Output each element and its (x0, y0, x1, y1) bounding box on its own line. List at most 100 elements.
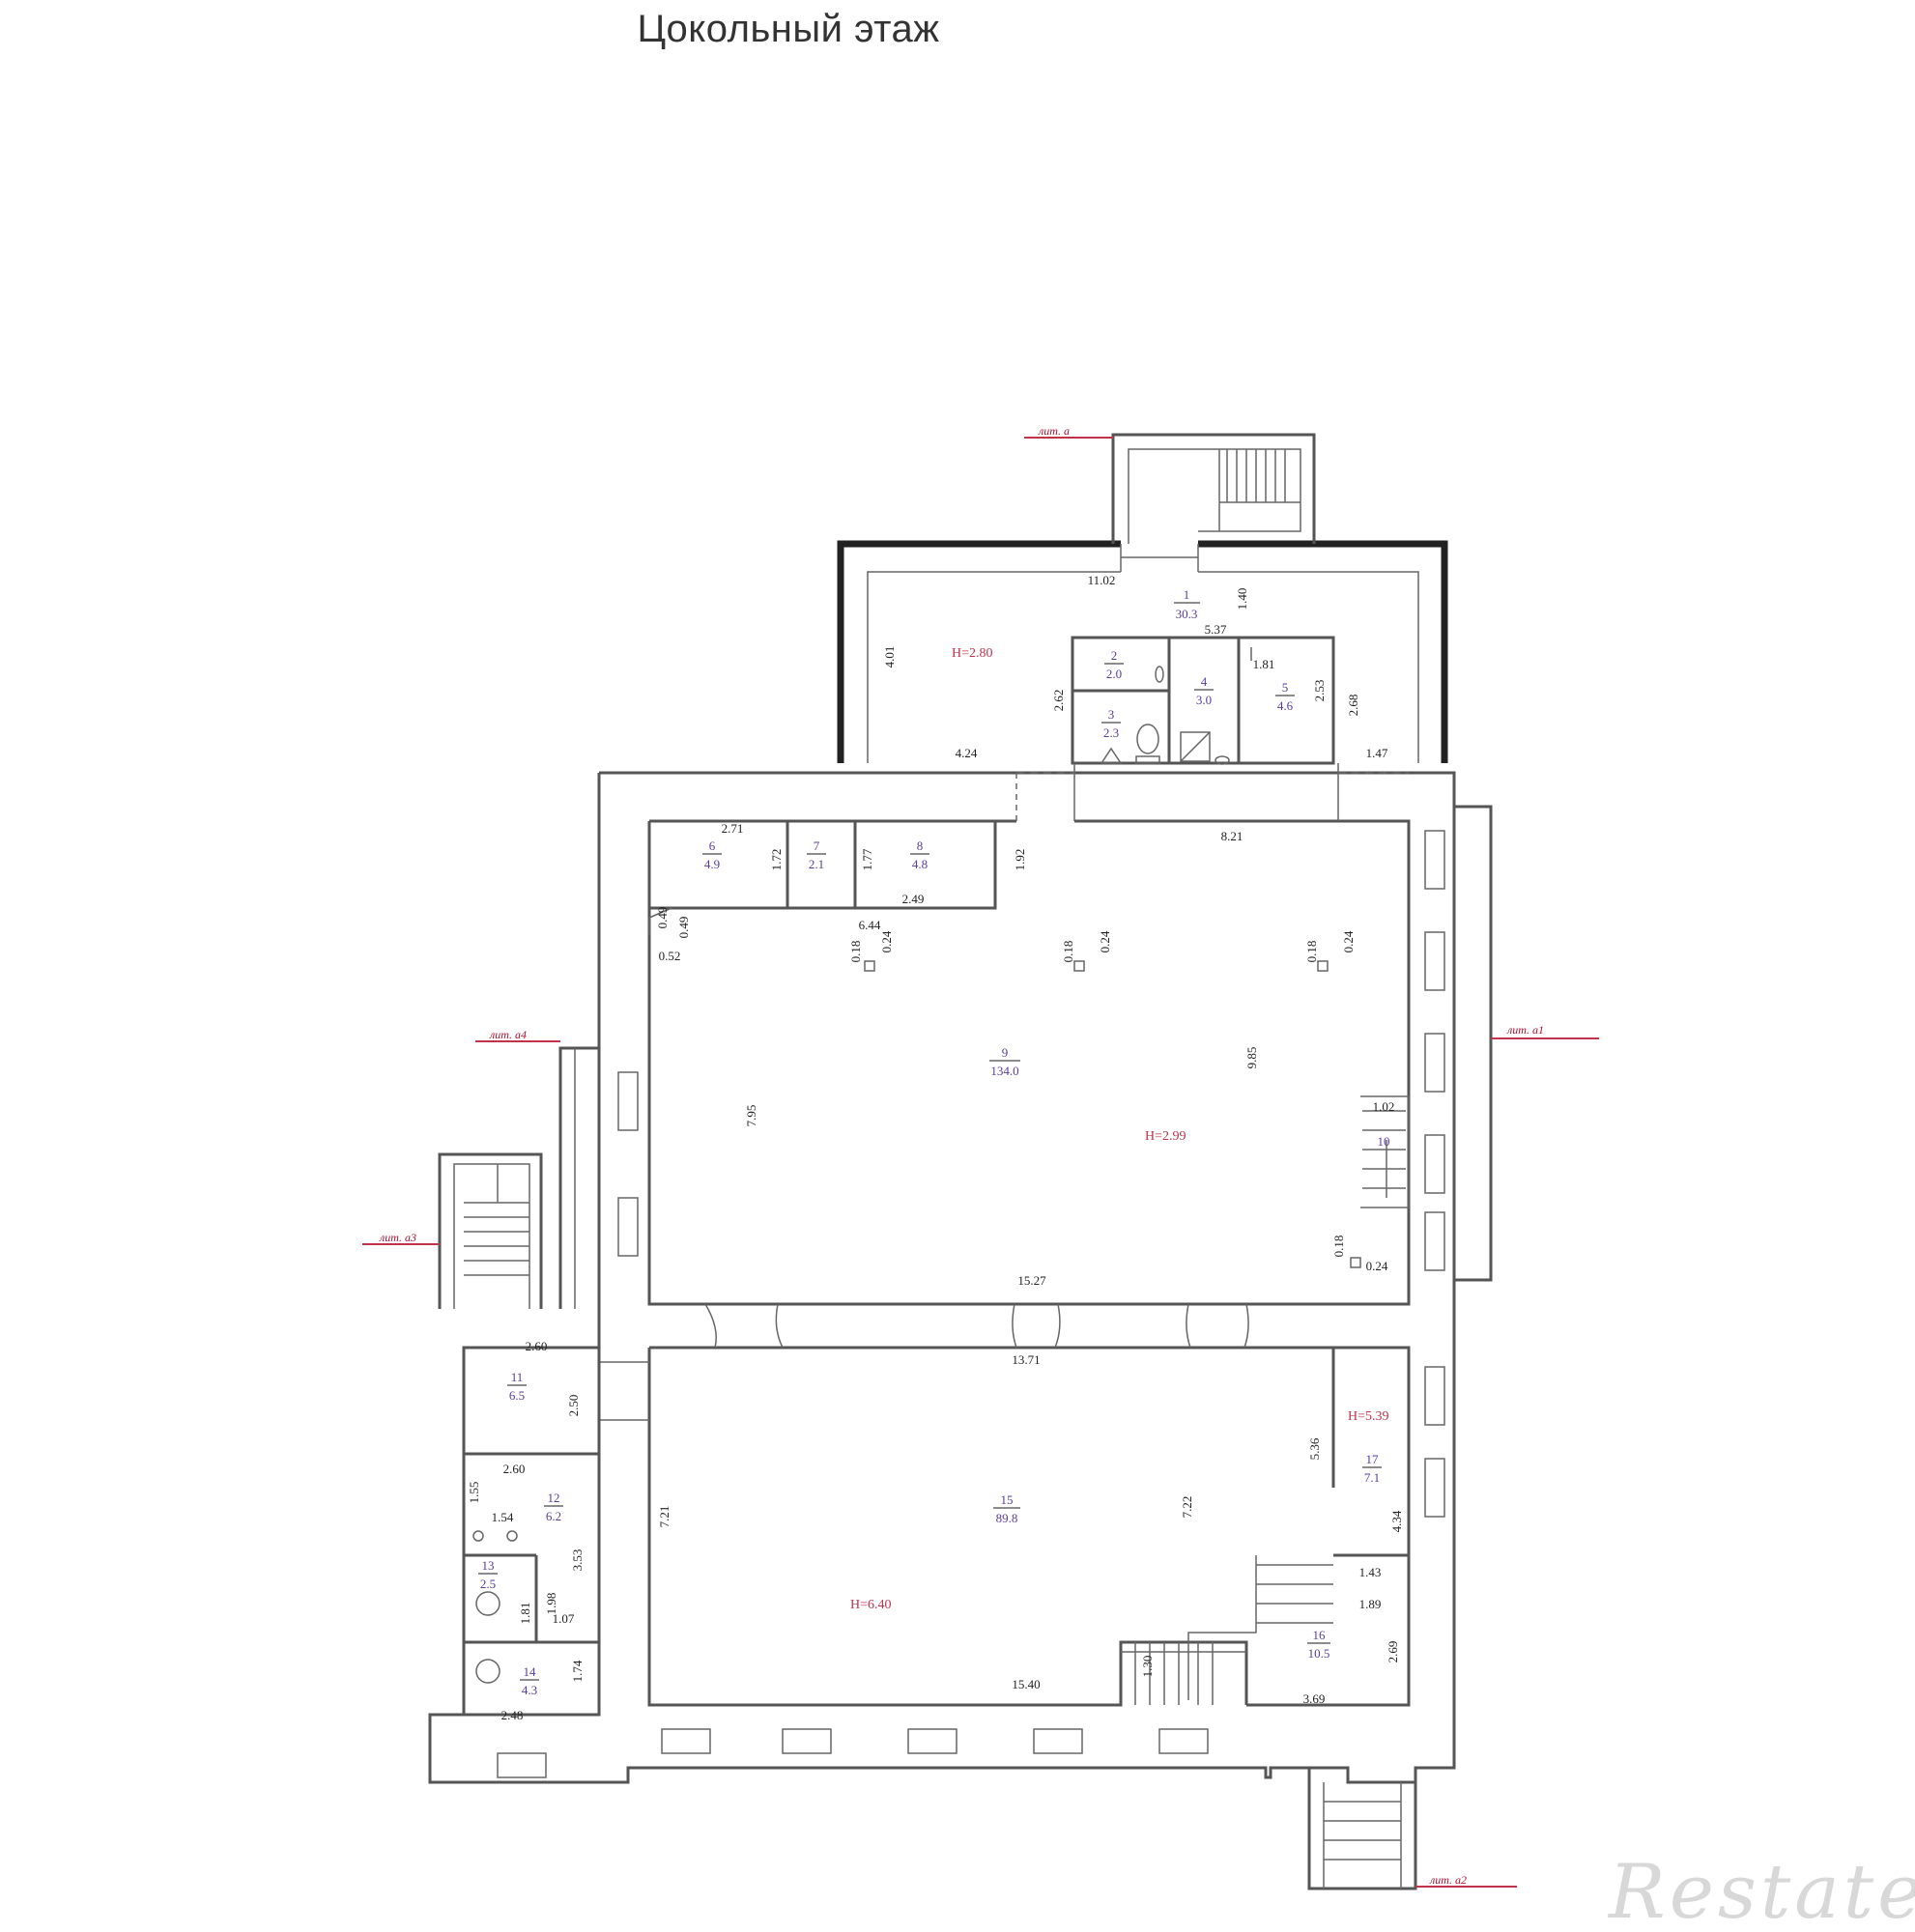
svg-text:4.9: 4.9 (704, 857, 720, 871)
svg-text:3.53: 3.53 (570, 1549, 585, 1572)
svg-text:11.02: 11.02 (1088, 573, 1116, 587)
svg-text:134.0: 134.0 (990, 1064, 1018, 1078)
room-11-label: 116.5 (507, 1370, 527, 1403)
svg-text:1.07: 1.07 (553, 1611, 575, 1626)
svg-text:3.69: 3.69 (1303, 1691, 1326, 1706)
svg-text:0.24: 0.24 (1098, 930, 1112, 952)
room-labels: 130.3 22.0 32.3 43.0 54.6 64.9 72.1 84.8… (478, 587, 1390, 1697)
svg-text:0.18: 0.18 (848, 941, 863, 963)
room-4-label: 43.0 (1194, 674, 1214, 707)
floor-plan-title: Цокольный этаж (637, 8, 940, 50)
svg-text:13.71: 13.71 (1012, 1352, 1040, 1367)
svg-text:4.34: 4.34 (1389, 1510, 1404, 1532)
svg-text:15.40: 15.40 (1012, 1677, 1040, 1691)
svg-text:10.5: 10.5 (1308, 1646, 1330, 1661)
svg-text:9: 9 (1002, 1045, 1009, 1060)
svg-text:0.49: 0.49 (655, 907, 670, 929)
room-5-label: 54.6 (1275, 680, 1295, 713)
svg-text:16: 16 (1313, 1628, 1327, 1642)
svg-text:2.49: 2.49 (902, 892, 925, 906)
svg-text:0.18: 0.18 (1304, 941, 1319, 963)
svg-text:10: 10 (1378, 1134, 1390, 1149)
room-14-label: 144.3 (520, 1664, 539, 1697)
svg-text:2.68: 2.68 (1346, 695, 1360, 717)
svg-text:8.21: 8.21 (1221, 829, 1243, 843)
svg-text:7.1: 7.1 (1364, 1470, 1380, 1485)
svg-text:15.27: 15.27 (1017, 1273, 1046, 1288)
svg-text:H=2.99: H=2.99 (1145, 1129, 1186, 1144)
svg-text:2: 2 (1111, 648, 1118, 663)
dimension-labels: 11.02 1.40 5.37 4.01 2.62 1.81 2.53 2.68… (467, 573, 1404, 1722)
restate-watermark: Restate (1607, 1849, 1915, 1932)
room-2-label: 22.0 (1104, 648, 1124, 681)
svg-text:4: 4 (1201, 674, 1208, 689)
svg-text:0.24: 0.24 (879, 930, 894, 952)
svg-text:1.81: 1.81 (518, 1603, 532, 1625)
room-7-label: 72.1 (807, 838, 826, 871)
svg-text:2.60: 2.60 (526, 1339, 548, 1353)
annex-walls (837, 433, 1448, 763)
svg-text:1.92: 1.92 (1013, 849, 1027, 871)
svg-text:3: 3 (1108, 707, 1115, 722)
svg-text:4.3: 4.3 (522, 1683, 537, 1697)
svg-text:14: 14 (524, 1664, 537, 1679)
svg-text:5.36: 5.36 (1307, 1437, 1322, 1460)
svg-text:1.02: 1.02 (1373, 1099, 1395, 1114)
svg-text:0.49: 0.49 (676, 917, 691, 939)
svg-text:2.62: 2.62 (1051, 690, 1066, 712)
small-rooms-block (1071, 636, 1335, 765)
room-16-label: 16 10.5 (1307, 1628, 1330, 1661)
svg-text:1.43: 1.43 (1359, 1565, 1382, 1579)
svg-text:4.01: 4.01 (882, 646, 897, 668)
svg-text:7: 7 (814, 838, 820, 853)
svg-text:0.24: 0.24 (1341, 930, 1356, 952)
svg-text:2.60: 2.60 (503, 1462, 526, 1476)
svg-text:2.5: 2.5 (480, 1577, 496, 1591)
svg-text:1.98: 1.98 (544, 1593, 558, 1615)
svg-text:30.3: 30.3 (1176, 607, 1198, 621)
room-6-label: 64.9 (702, 838, 722, 871)
svg-text:2.71: 2.71 (722, 821, 744, 836)
room-3-label: 32.3 (1101, 707, 1121, 740)
litera-a3: лит. а3 (379, 1231, 416, 1244)
svg-text:1.30: 1.30 (1140, 1656, 1155, 1678)
svg-text:5: 5 (1282, 680, 1289, 695)
svg-text:6.5: 6.5 (509, 1388, 525, 1403)
room-8-label: 84.8 (910, 838, 929, 871)
svg-text:4.24: 4.24 (956, 746, 978, 760)
main-building-walls (428, 763, 1493, 1890)
svg-text:5.37: 5.37 (1205, 622, 1227, 637)
svg-text:2.50: 2.50 (566, 1395, 581, 1417)
svg-text:0.52: 0.52 (659, 949, 681, 963)
svg-text:H=6.40: H=6.40 (850, 1598, 892, 1612)
svg-text:0.18: 0.18 (1331, 1236, 1346, 1258)
room-17-label: 177.1 (1362, 1452, 1382, 1485)
litera-a4: лит. а4 (489, 1028, 527, 1041)
svg-text:6: 6 (709, 838, 716, 853)
room-12-label: 126.2 (544, 1491, 563, 1523)
litera-a2: лит. а2 (1429, 1873, 1467, 1887)
svg-text:1.72: 1.72 (769, 849, 784, 871)
room-13-label: 132.5 (478, 1558, 498, 1591)
svg-text:7.22: 7.22 (1180, 1496, 1194, 1519)
svg-text:2.3: 2.3 (1103, 725, 1119, 740)
svg-text:6.2: 6.2 (546, 1509, 561, 1523)
svg-text:17: 17 (1366, 1452, 1380, 1466)
svg-text:7.95: 7.95 (744, 1105, 758, 1127)
svg-text:2.53: 2.53 (1312, 680, 1327, 702)
svg-text:H=5.39: H=5.39 (1348, 1409, 1389, 1424)
svg-text:15: 15 (1001, 1492, 1014, 1507)
svg-text:1.47: 1.47 (1366, 746, 1388, 760)
litera-a: лит. а (1038, 424, 1070, 438)
room-10-label: 10 (1378, 1134, 1390, 1149)
svg-text:2.69: 2.69 (1386, 1641, 1400, 1663)
svg-text:1.77: 1.77 (860, 848, 874, 870)
svg-text:4.6: 4.6 (1277, 698, 1294, 713)
svg-text:11: 11 (511, 1370, 524, 1384)
svg-text:2.1: 2.1 (809, 857, 824, 871)
room-9-label: 9 134.0 (989, 1045, 1020, 1078)
svg-text:7.21: 7.21 (657, 1506, 672, 1528)
svg-text:8: 8 (917, 838, 924, 853)
